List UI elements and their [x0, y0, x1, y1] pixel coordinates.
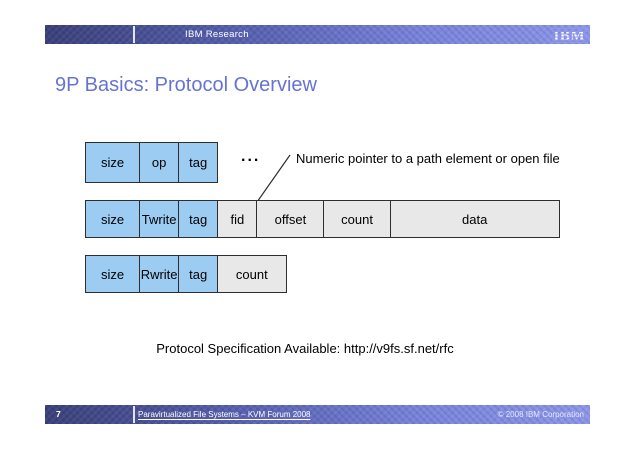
page-number: 7 — [56, 409, 61, 419]
header-bar: IBM Research IBM — [45, 25, 590, 44]
field-size: size — [85, 142, 140, 183]
ellipsis-dots: ... — [241, 148, 261, 165]
field-count: count — [216, 255, 287, 293]
message-row-generic: size op tag — [85, 142, 219, 183]
ibm-logo-stripes-overlay — [551, 26, 587, 43]
header-brand: IBM Research — [185, 29, 249, 40]
message-row-twrite: size Twrite tag fid offset count data — [85, 200, 560, 238]
field-size: size — [85, 255, 140, 293]
field-offset: offset — [256, 200, 325, 238]
field-op: op — [138, 142, 180, 183]
fid-annotation: Numeric pointer to a path element or ope… — [296, 151, 560, 166]
field-count: count — [323, 200, 392, 238]
footer-copyright: © 2008 IBM Corporation — [497, 410, 584, 419]
field-data: data — [389, 200, 560, 238]
field-fid: fid — [216, 200, 258, 238]
field-tag: tag — [178, 255, 219, 293]
footer-bar: 7 Paravirtualized File Systems – KVM For… — [45, 405, 590, 424]
ibm-logo: IBM — [551, 26, 587, 44]
page-title: 9P Basics: Protocol Overview — [55, 74, 317, 96]
field-size: size — [85, 200, 140, 238]
field-twrite: Twrite — [138, 200, 180, 238]
spec-note: Protocol Specification Available: http:/… — [156, 341, 454, 356]
field-tag: tag — [178, 142, 219, 183]
header-separator — [133, 26, 135, 43]
footer-separator — [133, 406, 135, 423]
message-row-rwrite: size Rwrite tag count — [85, 255, 287, 293]
footer-caption: Paravirtualized File Systems – KVM Forum… — [138, 410, 311, 419]
field-tag: tag — [178, 200, 219, 238]
field-rwrite: Rwrite — [138, 255, 180, 293]
